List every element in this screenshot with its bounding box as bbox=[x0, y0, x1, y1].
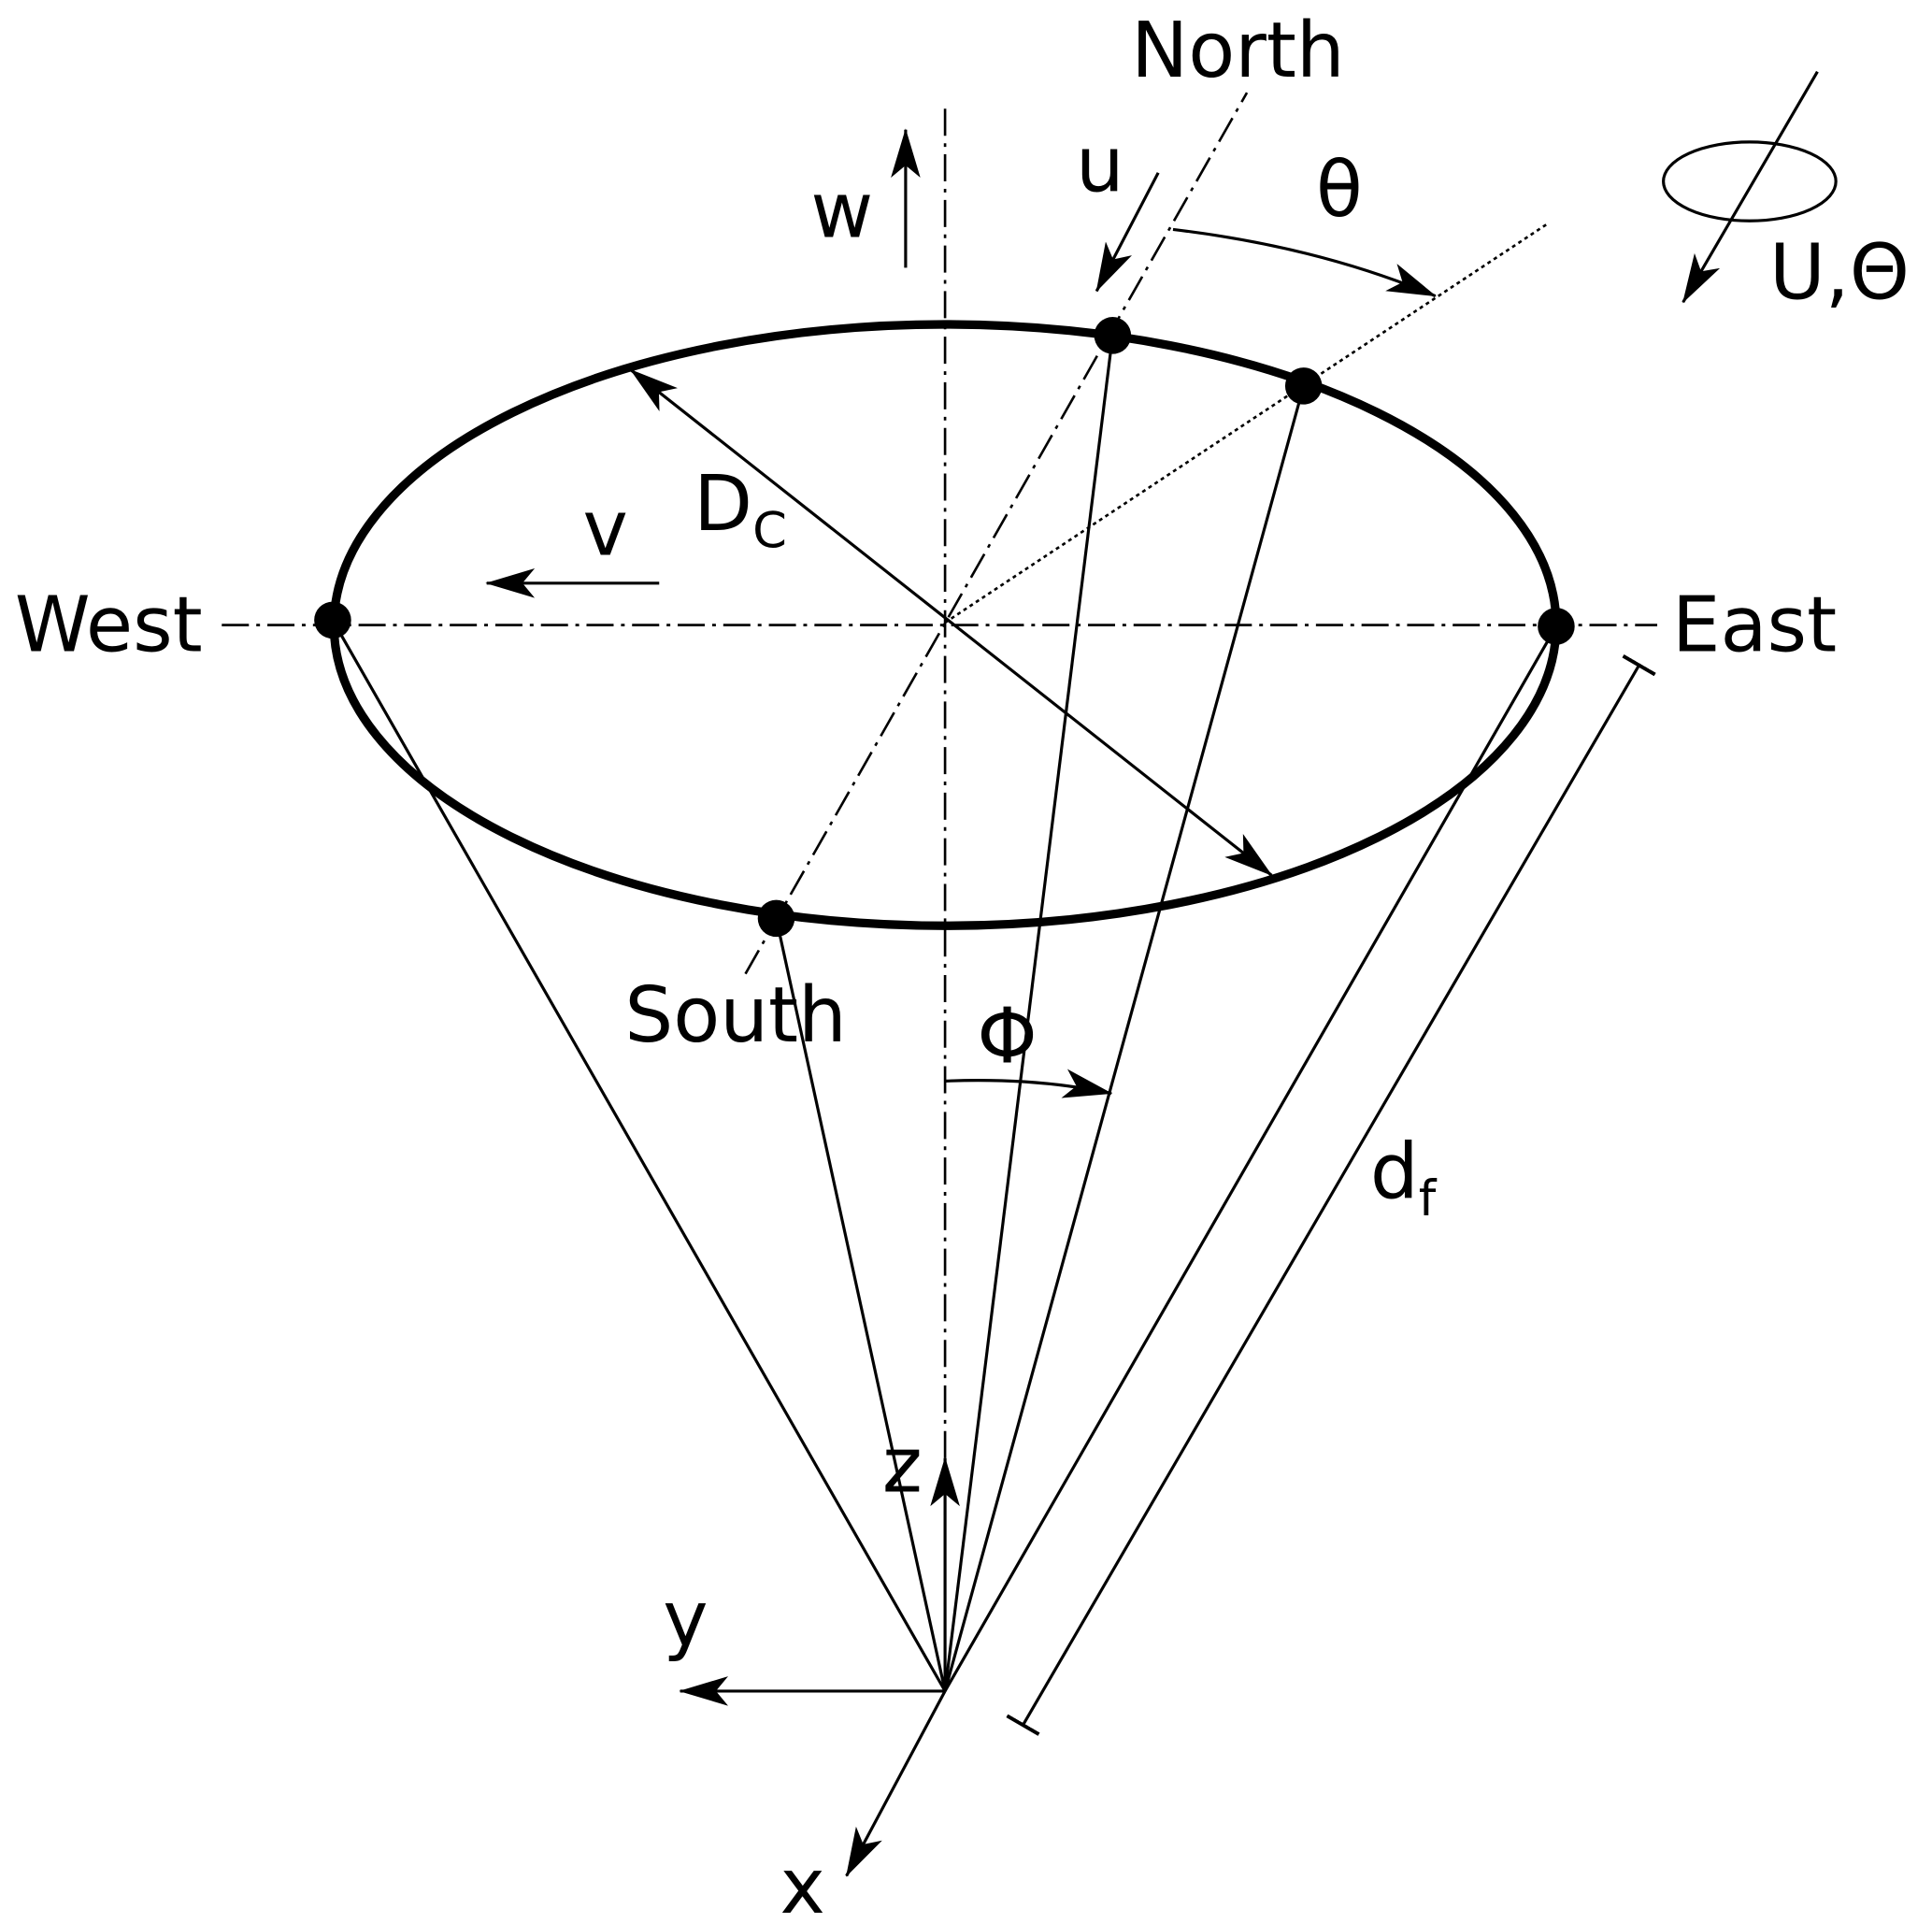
label-west: West bbox=[15, 581, 203, 669]
wind-direction-line bbox=[944, 223, 1548, 624]
label-theta: θ bbox=[1316, 146, 1363, 235]
label-wind: U,Θ bbox=[1769, 228, 1910, 317]
focus-distance-dimension bbox=[1006, 653, 1656, 1736]
label-z: z bbox=[882, 1421, 923, 1510]
wind-rotation-icon bbox=[1662, 140, 1838, 222]
theta-arc bbox=[1172, 227, 1437, 298]
phi-arc bbox=[945, 1069, 1113, 1098]
label-y: y bbox=[663, 1575, 708, 1664]
label-north: North bbox=[1131, 7, 1345, 95]
label-v: v bbox=[583, 484, 628, 573]
label-south: South bbox=[624, 971, 847, 1060]
label-x: x bbox=[780, 1843, 824, 1923]
label-dc: DC bbox=[694, 460, 787, 559]
label-u: u bbox=[1076, 122, 1124, 210]
measurement-points bbox=[314, 317, 1575, 938]
x-axis-arrow bbox=[845, 1690, 947, 1877]
label-w: w bbox=[810, 166, 873, 255]
label-df: df bbox=[1370, 1128, 1438, 1227]
label-phi: Φ bbox=[977, 993, 1037, 1082]
u-arrow bbox=[1095, 172, 1160, 293]
wind-arrow-icon bbox=[1682, 70, 1819, 304]
label-east: East bbox=[1672, 581, 1837, 669]
diameter-arrow bbox=[629, 368, 1273, 877]
